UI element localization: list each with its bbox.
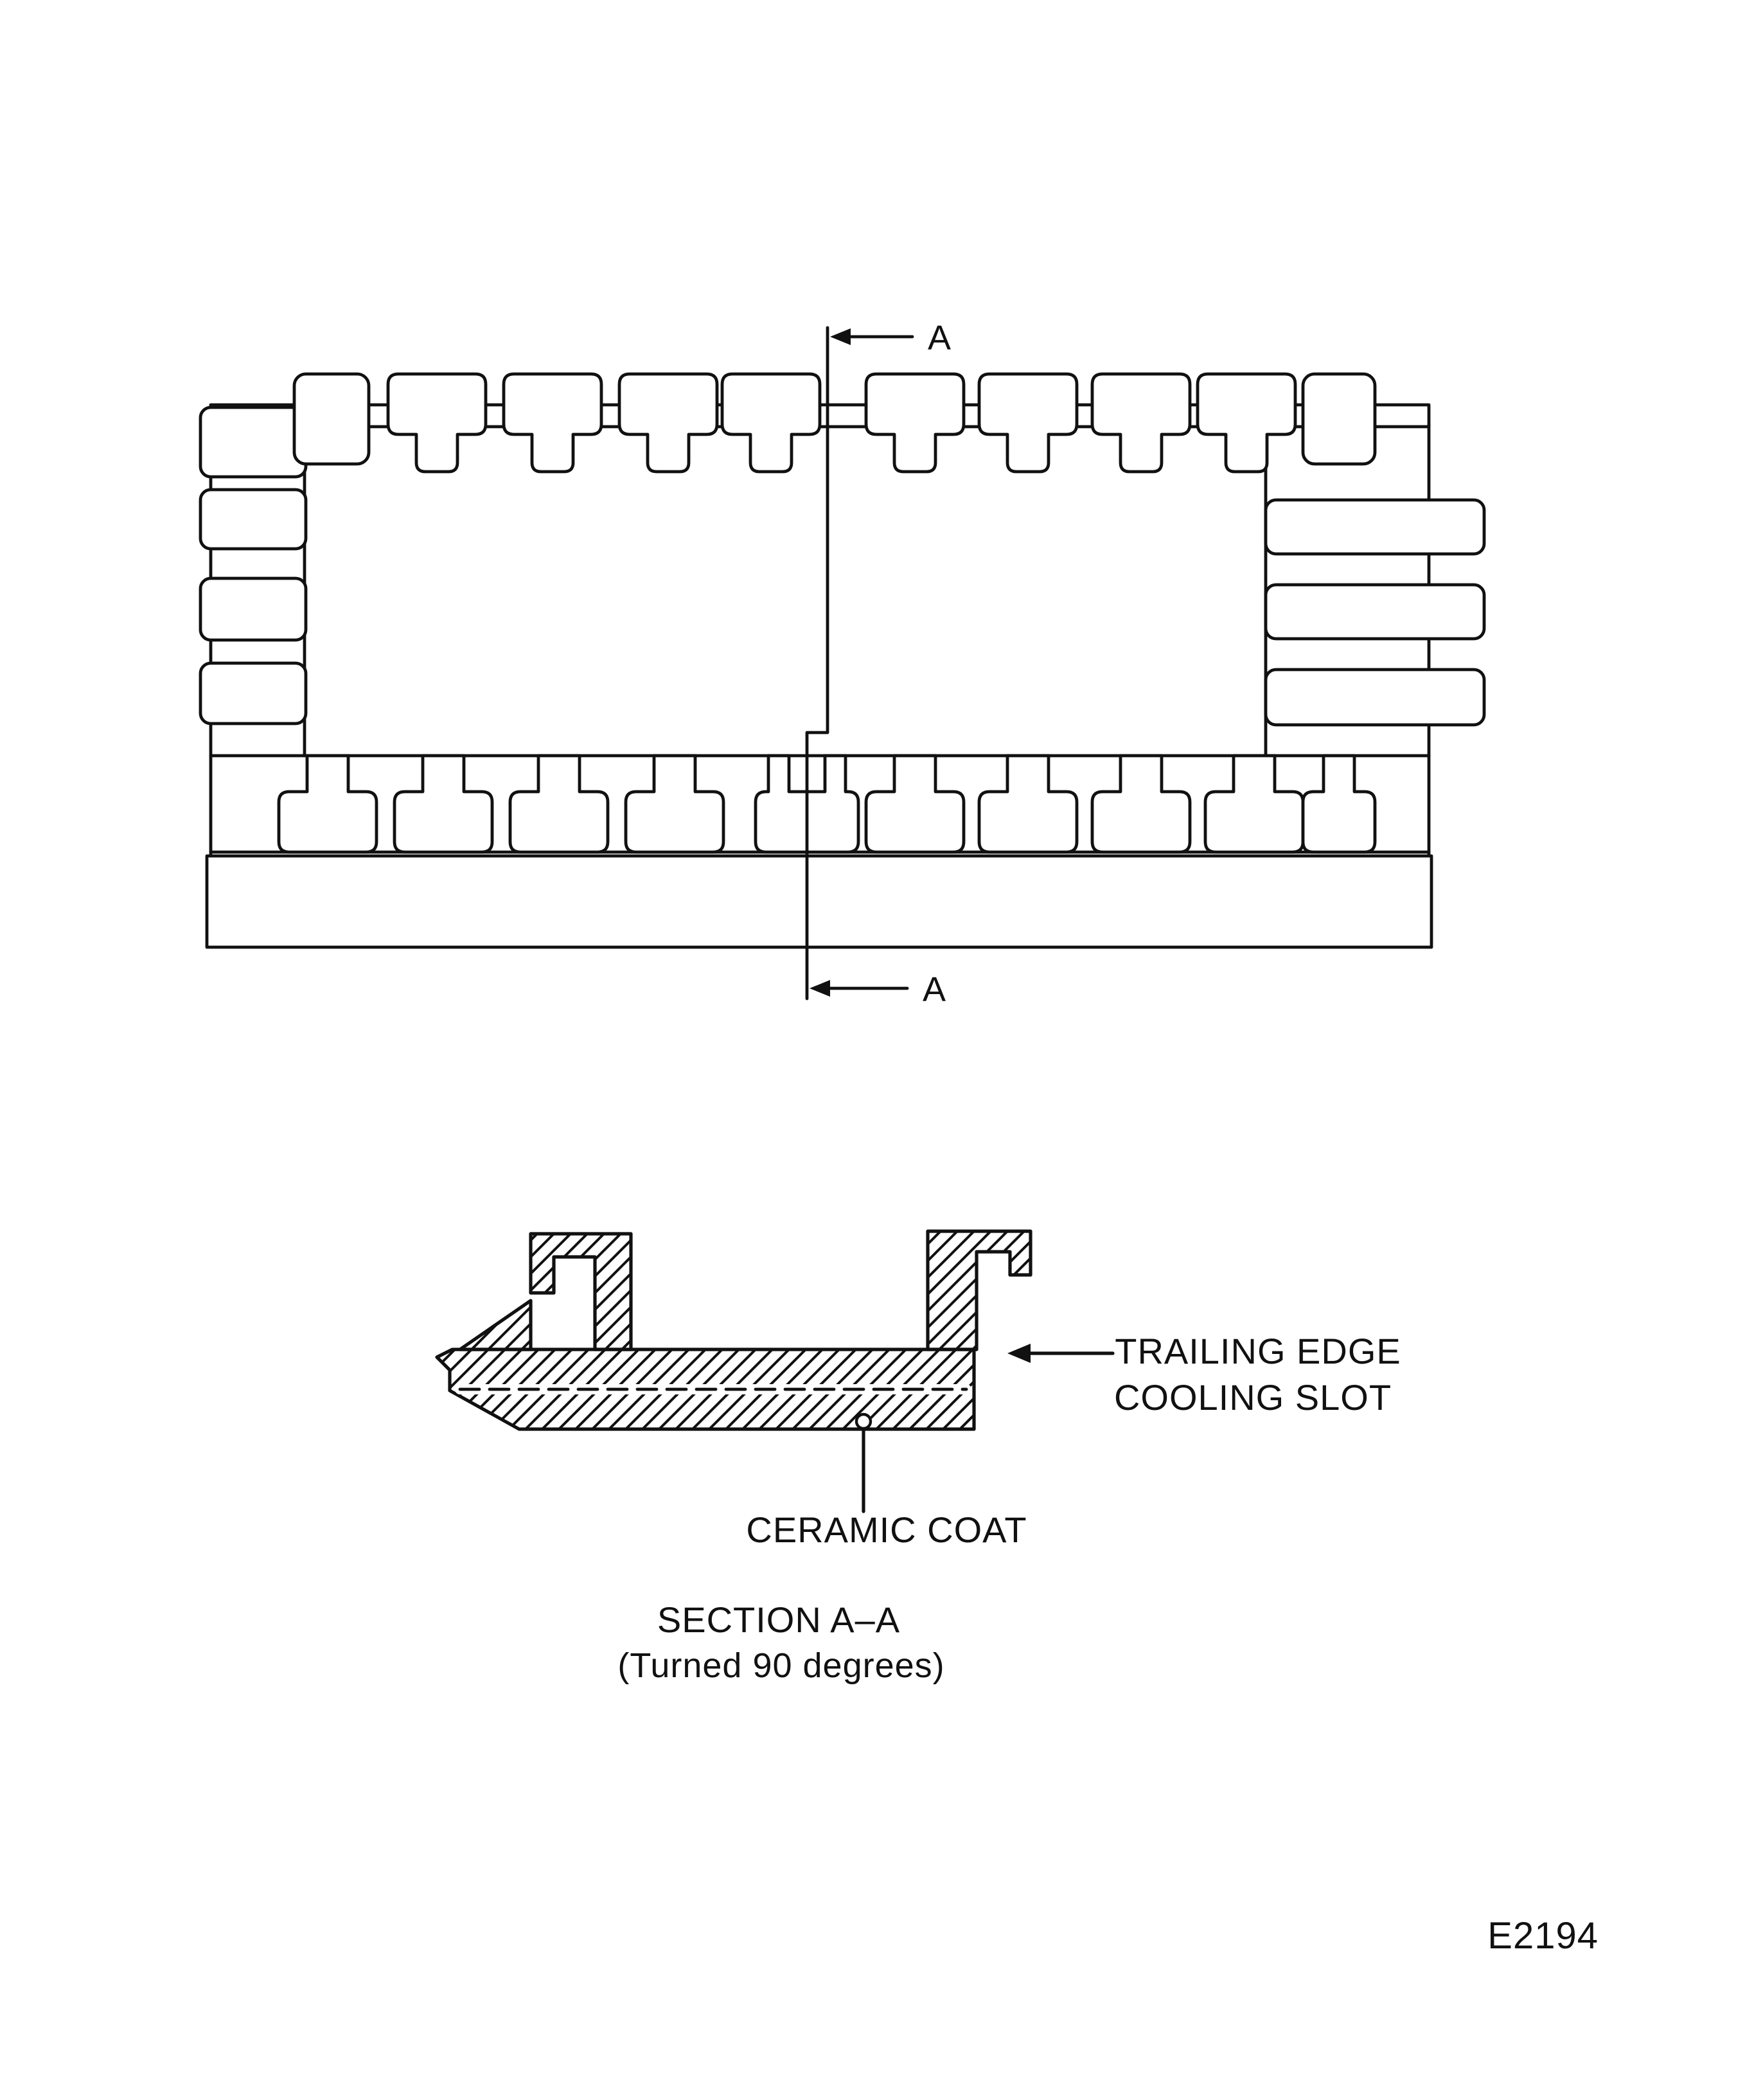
right-rails	[1264, 498, 1486, 727]
trailing-edge-label-line1: TRAILING EDGE	[1115, 1331, 1401, 1371]
bottom-tab-9	[1301, 754, 1377, 854]
ceramic-coat-label: CERAMIC COAT	[746, 1509, 1027, 1550]
trailing-edge-arrow-head	[1007, 1344, 1031, 1363]
top-tab-3	[617, 372, 719, 474]
bottom-tab-7	[1090, 754, 1192, 854]
section-left-hook	[529, 1232, 633, 1351]
section-cut-label-bottom: A	[923, 970, 946, 1009]
section-arrow-bottom-head	[810, 980, 830, 997]
right-rail-2	[1264, 583, 1486, 641]
top-tab-row	[292, 372, 1377, 474]
section-arrow-top-head	[830, 328, 851, 345]
bottom-tab-4	[624, 754, 725, 854]
right-rail-3	[1264, 668, 1486, 727]
trailing-edge-label-line2: COOLING SLOT	[1114, 1377, 1392, 1418]
section-view	[435, 1229, 1115, 1513]
top-tab-4	[720, 372, 822, 474]
top-tab-5	[864, 372, 966, 474]
section-arrow-top	[830, 328, 914, 345]
bottom-tab-row	[277, 754, 1377, 854]
left-lug-3	[199, 576, 308, 642]
top-tab-7	[1090, 372, 1192, 474]
section-left-gusset	[458, 1299, 533, 1351]
right-rail-1	[1264, 498, 1486, 556]
section-arrow-bottom	[810, 980, 909, 997]
section-cut-line	[805, 326, 829, 1001]
left-lug-4	[199, 661, 308, 725]
bottom-tab-8	[1203, 754, 1305, 854]
top-corner-tab-left	[292, 372, 371, 466]
ceramic-coat-marker	[855, 1412, 873, 1430]
plan-view	[199, 326, 1486, 1001]
section-subtitle: (Turned 90 degrees)	[617, 1646, 944, 1685]
left-lug-2	[199, 488, 308, 551]
bottom-tab-5	[864, 754, 966, 854]
top-tab-8	[1196, 372, 1297, 474]
top-tab-1	[386, 372, 488, 474]
left-lugs	[199, 405, 308, 725]
top-tab-2	[502, 372, 603, 474]
top-tab-6	[977, 372, 1079, 474]
top-corner-tab-right	[1301, 372, 1377, 466]
bottom-tab-1	[277, 754, 378, 854]
plan-base-strip	[205, 854, 1433, 949]
bottom-tab-3	[508, 754, 610, 854]
bottom-tab-2	[393, 754, 494, 854]
left-lug-1	[199, 405, 308, 479]
section-trailing-edge-flange	[926, 1229, 1032, 1351]
bottom-tab-6	[977, 754, 1079, 854]
section-title: SECTION A–A	[657, 1599, 900, 1640]
figure-code: E2194	[1487, 1915, 1599, 1957]
section-cut-label-top: A	[928, 319, 952, 357]
